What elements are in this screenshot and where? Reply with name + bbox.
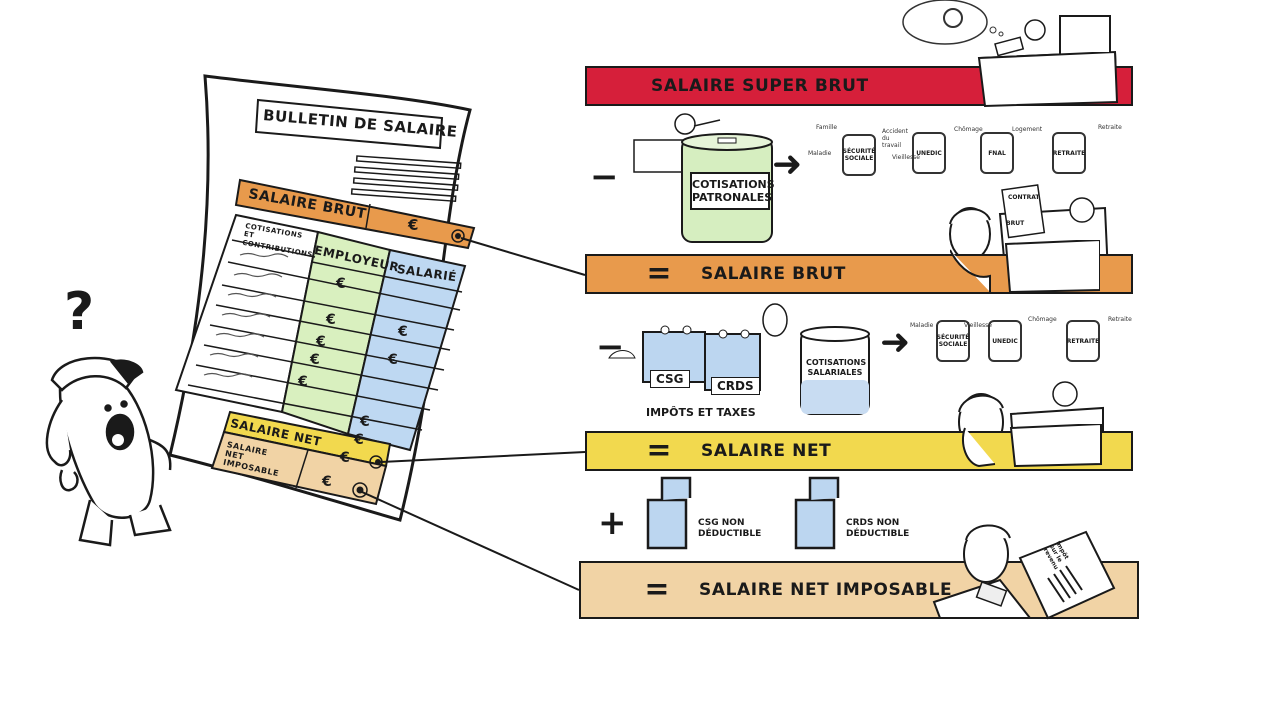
employer-euro-icon: € [310,352,321,368]
employer-euro-icon: € [336,276,347,292]
fund-caption: Retraite [1098,124,1122,131]
salaire-net-imposable-bar: = SALAIRE NET IMPOSABLE [579,561,1139,619]
fund-jar-unedic: UNEDIC [988,320,1022,362]
impots-taxes-caption: IMPÔTS ET TAXES [646,406,756,419]
fund-caption: Vieillesse [964,322,992,329]
fund-caption: Retraite [1108,316,1132,323]
employer-euro-icon: € [298,374,309,390]
crds-box-label: CRDS [711,377,760,396]
fund-jar-retraite: RETRAITE [1052,132,1086,174]
fund-caption: Logement [1012,126,1043,133]
equals-operator-brut: = [646,256,672,291]
plus-operator: + [598,503,627,543]
arrow-right-icon: ➜ [880,322,911,363]
employee-cotisations-illustration [608,303,870,415]
employee-euro-icon: € [398,324,409,340]
csg-non-deductible-label: CSG NON DÉDUCTIBLE [698,518,762,539]
fund-jar-securite-sociale: SÉCURITÉ SOCIALE [936,320,970,362]
fund-caption: Maladie [910,322,934,329]
salaire-net-imposable-label: SALAIRE NET IMPOSABLE [699,580,953,600]
connector-lines [361,237,586,591]
equals-operator-imposable: = [644,572,670,607]
confused-worker-character [45,356,172,547]
employer-euro-icon: € [316,334,327,350]
tax-declaration-illustration [932,524,1116,620]
payday-front [961,424,1102,468]
fund-jar-retraite: RETRAITE [1066,320,1100,362]
payslip-taxable-euro-icon: € [322,474,333,490]
minus-operator-1: − [590,157,619,197]
equals-operator-net: = [646,433,672,468]
employee-euro-icon: € [354,432,365,448]
fund-caption: Famille [816,124,838,131]
fund-caption: Chômage [1028,316,1057,323]
payslip-taxable-row [210,430,388,506]
fund-caption: Chômage [954,126,983,133]
payslip-net-euro-icon: € [340,450,351,466]
crds-non-deductible-label: CRDS NON DÉDUCTIBLE [846,518,910,539]
employee-euro-icon: € [388,352,399,368]
gross-connector-dot [451,229,465,243]
employee-euro-icon: € [360,414,371,430]
fund-caption: Vieillesse [892,154,920,161]
cotisations-salariales-label: COTISATIONS SALARIALES [806,358,867,377]
salaire-super-brut-label: SALAIRE SUPER BRUT [651,76,869,96]
fund-caption: Accident du travail [882,128,908,149]
question-mark-icon: ? [64,282,95,342]
employer-euro-icon: € [326,312,337,328]
salaire-net-label: SALAIRE NET [701,441,832,461]
taxable-connector-dot [352,482,368,498]
fund-caption: Maladie [808,150,832,157]
fund-jar-securite-sociale: SÉCURITÉ SOCIALE [842,134,876,176]
payslip-title-box [254,98,444,150]
salaire-brut-label: SALAIRE BRUT [701,264,846,284]
payslip-gross-row [234,178,476,250]
arrow-right-icon: ➜ [772,144,803,185]
non-deductible-boxes-illustration [646,476,840,550]
payslip-text-lines [350,155,462,203]
fund-jar-fnal: FNAL [980,132,1014,174]
desk-front [977,52,1119,108]
contract-brut-label: BRUT [1006,220,1025,227]
csg-box-label: CSG [650,370,690,389]
contract-label: CONTRAT [1008,194,1040,201]
cotisations-patronales-label: COTISATIONS PATRONALES [690,172,775,211]
fund-jar-unedic: UNEDIC [912,132,946,174]
contract-scene-front [950,240,1100,294]
payslip-gross-euro-icon: € [408,216,419,234]
